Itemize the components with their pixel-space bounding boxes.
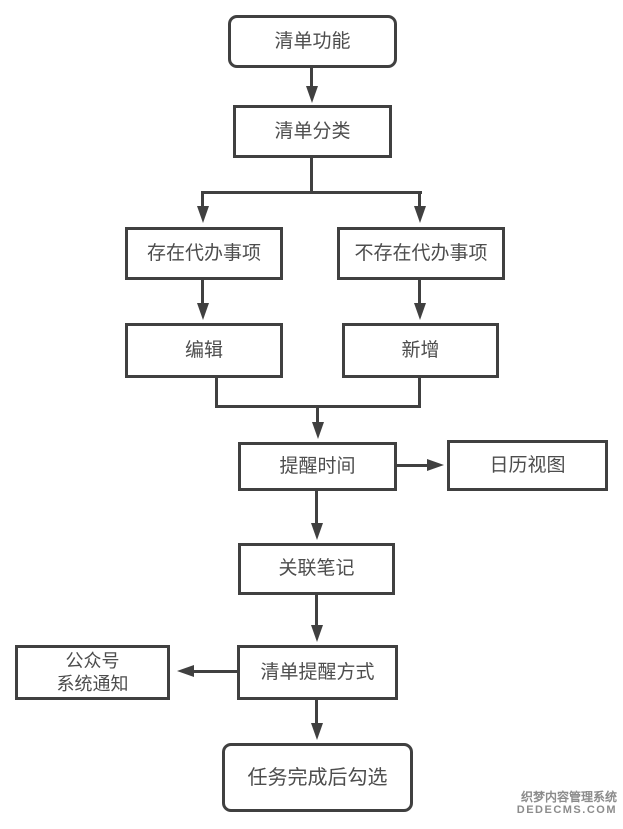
flow-node-no-todo-label: 不存在代办事项 — [354, 242, 488, 264]
connector-split-left-arrowhead — [197, 206, 209, 223]
connector-exists-edit-arrowhead — [197, 303, 209, 320]
connector-split-right-arrowhead — [414, 206, 426, 223]
flow-node-add-label: 新增 — [401, 339, 440, 361]
flow-node-linked-note-label: 关联笔记 — [278, 558, 355, 579]
connector-split-left-line — [201, 191, 204, 207]
connector-remindmethod-official-arrowhead — [177, 665, 194, 677]
connector-remindtime-note-arrowhead — [311, 523, 323, 540]
connector-note-remindmethod-line — [315, 595, 318, 626]
connector-remindtime-calendar-arrowhead — [427, 459, 444, 471]
flow-node-start-label: 清单功能 — [274, 30, 351, 52]
flow-node-start: 清单功能 — [228, 15, 397, 68]
connector-notexists-add-arrowhead — [414, 303, 426, 320]
watermark-text-en: DEDECMS.COM — [516, 804, 617, 816]
flow-node-end-label: 任务完成后勾选 — [247, 766, 388, 789]
flow-node-remind-method-label: 清单提醒方式 — [260, 661, 375, 683]
connector-merge-stem — [316, 405, 319, 423]
connector-merge-left-line — [215, 378, 218, 408]
flow-node-exists-todo: 存在代办事项 — [125, 227, 283, 280]
connector-notexists-add-line — [418, 280, 421, 304]
flow-node-official-account-label-line1: 公众号 — [65, 650, 120, 671]
connector-exists-edit-line — [201, 280, 204, 304]
flow-node-calendar-view-label: 日历视图 — [489, 454, 566, 476]
connector-category-split-bar — [202, 191, 422, 194]
flow-node-remind-method: 清单提醒方式 — [237, 645, 398, 700]
flow-node-remind-time-label: 提醒时间 — [279, 455, 356, 477]
flow-node-calendar-view: 日历视图 — [447, 440, 608, 491]
connector-merge-right-line — [418, 378, 421, 408]
flow-node-end: 任务完成后勾选 — [222, 743, 413, 812]
connector-merge-arrowhead — [312, 422, 324, 439]
flow-node-edit-label: 编辑 — [184, 339, 223, 361]
connector-remindmethod-official-line — [194, 670, 237, 673]
connector-remindmethod-end-arrowhead — [311, 723, 323, 740]
connector-category-split-stem — [310, 157, 313, 194]
flow-node-remind-time: 提醒时间 — [238, 442, 397, 491]
flow-node-no-todo: 不存在代办事项 — [337, 227, 505, 280]
flow-node-category-label: 清单分类 — [274, 120, 351, 142]
flow-node-category: 清单分类 — [233, 105, 392, 158]
connector-note-remindmethod-arrowhead — [311, 625, 323, 642]
watermark-text-cn: 织梦内容管理系统 — [520, 790, 617, 804]
connector-split-right-line — [418, 191, 421, 207]
flow-node-add: 新增 — [342, 323, 499, 378]
connector-remindmethod-end-line — [315, 700, 318, 724]
connector-remindtime-calendar-line — [397, 464, 428, 467]
flow-node-exists-todo-label: 存在代办事项 — [146, 242, 261, 264]
connector-start-category-line — [310, 68, 313, 88]
flow-node-linked-note: 关联笔记 — [238, 543, 395, 595]
connector-start-category-arrowhead — [306, 86, 318, 103]
flow-node-edit: 编辑 — [125, 323, 283, 378]
watermark: 织梦内容管理系统 DEDECMS.COM — [517, 791, 617, 817]
flow-node-official-account: 公众号 系统通知 — [15, 645, 170, 700]
connector-remindtime-note-line — [315, 491, 318, 524]
flow-node-official-account-label-line2: 系统通知 — [56, 673, 129, 694]
